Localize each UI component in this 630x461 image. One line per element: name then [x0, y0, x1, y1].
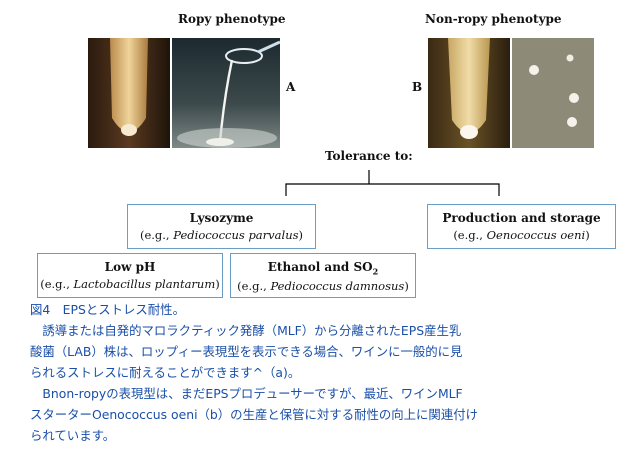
caption-line-4: られるストレスに耐えることができます^（a)。: [30, 365, 301, 380]
lysozyme-box: Lysozyme (e.g., Pediococcus parvalus): [127, 204, 316, 249]
panel-b-title: Non-ropy phenotype: [425, 12, 562, 26]
caption-line-2: 誘導または自発的マロラクティック発酵（MLF）から分離されたEPS産生乳: [30, 323, 462, 338]
ethanol-title: Ethanol and SO2: [267, 260, 379, 277]
production-title: Production and storage: [442, 211, 601, 225]
colony-plate-photo: [512, 38, 594, 148]
low-ph-box: Low pH (e.g., Lactobacillus plantarum): [37, 253, 223, 298]
tolerance-label: Tolerance to:: [325, 149, 413, 163]
caption-line-6: スターターOenococcus oeni（b）の生産と保管に対する耐性の向上に関…: [30, 407, 478, 422]
low-ph-example: (e.g., Lactobacillus plantarum): [40, 277, 220, 291]
caption-line-3: 酸菌（LAB）株は、ロップィー表現型を表示できる場合、ワインに一般的に見: [30, 344, 463, 359]
ropy-tube-photo: [88, 38, 170, 148]
panel-a-letter: A: [286, 80, 296, 94]
panel-a-title: Ropy phenotype: [178, 12, 286, 26]
panel-b-letter: B: [412, 80, 423, 94]
lysozyme-title: Lysozyme: [189, 211, 254, 225]
ethanol-example: (e.g., Pediococcus damnosus): [237, 279, 409, 294]
caption-line-1: 図4 EPSとストレス耐性。: [30, 302, 185, 317]
caption-line-5: Bnon-ropyの表現型は、まだEPSプロデューサーですが、最近、ワインMLF: [30, 386, 463, 401]
lysozyme-example: (e.g., Pediococcus parvalus): [139, 228, 304, 242]
production-example: (e.g., Oenococcus oeni): [453, 228, 590, 242]
non-ropy-tube-photo: [428, 38, 510, 148]
production-box: Production and storage (e.g., Oenococcus…: [427, 204, 616, 249]
ropy-strand-photo: [172, 38, 280, 148]
low-ph-title: Low pH: [104, 260, 156, 274]
caption-line-7: られています。: [30, 428, 116, 443]
figure-caption: 図4 EPSとストレス耐性。 誘導または自発的マロラクティック発酵（MLF）から…: [30, 299, 478, 446]
ethanol-box: Ethanol and SO2 (e.g., Pediococcus damno…: [230, 253, 416, 298]
